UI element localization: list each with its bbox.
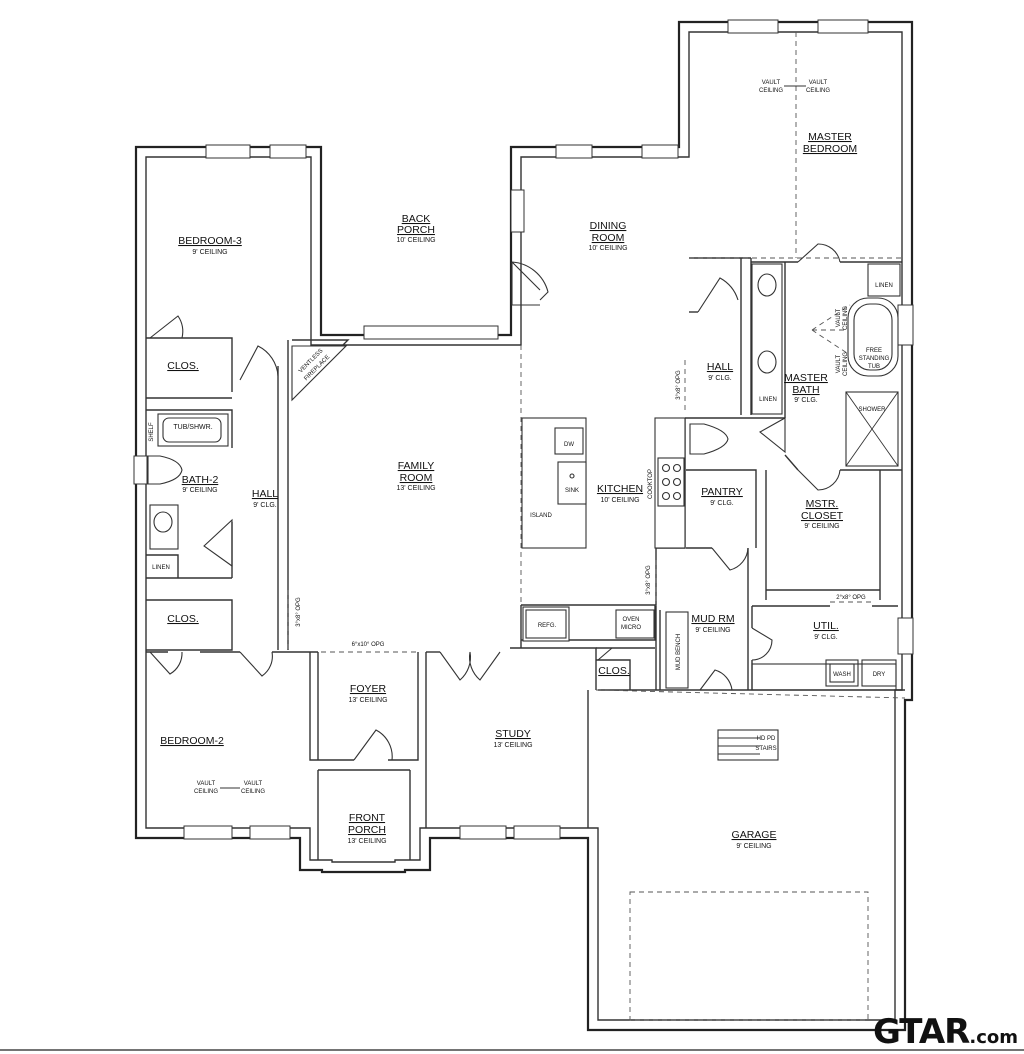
- linen-top-label: LINEN: [875, 283, 893, 289]
- dw-label: DW: [564, 442, 574, 448]
- garage-label: GARAGE: [732, 829, 777, 841]
- study-label: STUDY: [495, 728, 531, 740]
- free-tub-1: FREE: [866, 348, 882, 354]
- mstr-closet-label-2: CLOSET: [801, 510, 844, 522]
- front-porch-label-2: PORCH: [348, 824, 386, 836]
- brand-main: GTAR: [873, 1012, 970, 1052]
- shower-label: SHOWER: [859, 407, 887, 413]
- family-room-label-1: FAMILY: [398, 460, 435, 472]
- gtar-logo: GTAR.com: [873, 1012, 1018, 1052]
- free-tub-3: TUB: [868, 364, 880, 370]
- shelf-label: SHELF: [149, 422, 155, 442]
- bedroom-2-label: BEDROOM-2: [160, 735, 224, 747]
- brand-domain: .com: [969, 1027, 1018, 1048]
- opg-foyer-label: 6°x10° OPG: [352, 642, 385, 648]
- tub-shwr-label: TUB/SHWR.: [173, 424, 212, 431]
- front-porch-label-1: FRONT: [349, 812, 386, 824]
- foyer-label: FOYER: [350, 683, 387, 695]
- master-bath-ceiling: 9' CLG.: [794, 397, 818, 404]
- bed2-vault-left-1: VAULT: [197, 781, 216, 787]
- master-vault-left-2: CEILING: [759, 88, 783, 94]
- pantry-label: PANTRY: [701, 486, 743, 498]
- mud-rm-label: MUD RM: [691, 613, 734, 625]
- refg-label: REFG.: [538, 623, 557, 629]
- mstr-closet-ceiling: 9' CEILING: [804, 523, 839, 530]
- opg-kitchen-top: 3°x8° OPG: [676, 370, 682, 400]
- pantry-ceiling: 9' CLG.: [710, 500, 734, 507]
- island-label: ISLAND: [530, 513, 552, 519]
- opg-util-label: 2°x8° OPG: [836, 595, 866, 601]
- family-room-ceiling: 13' CEILING: [396, 485, 435, 492]
- hall-right-label: HALL: [707, 361, 733, 373]
- kitchen-label: KITCHEN: [597, 483, 643, 495]
- stairs-label-1: HD PD: [757, 736, 776, 742]
- front-porch-ceiling: 13' CEILING: [347, 838, 386, 845]
- hall-left-label: HALL: [252, 488, 278, 500]
- dry-label: DRY: [873, 672, 886, 678]
- interior-walls: [146, 257, 905, 860]
- free-tub-2: STANDING: [859, 356, 890, 362]
- opg-hall-label: 3°x8° OPG: [296, 597, 302, 627]
- hall-right-ceiling: 9' CLG.: [708, 375, 732, 382]
- study-ceiling: 13' CEILING: [493, 742, 532, 749]
- doors: [149, 243, 841, 761]
- dining-room-label-1: DINING: [590, 220, 627, 232]
- sink-label: SINK: [565, 488, 579, 494]
- bath-vault-a-1: VAULT: [836, 308, 842, 327]
- util-ceiling: 9' CLG.: [814, 634, 838, 641]
- master-bedroom-label-2: BEDROOM: [803, 143, 857, 155]
- bed2-vault-right-1: VAULT: [244, 781, 263, 787]
- master-bath-label-1: MASTER: [784, 372, 828, 384]
- oven-label: OVEN: [622, 617, 639, 623]
- bedroom-3-label: BEDROOM-3: [178, 235, 242, 247]
- mud-rm-ceiling: 9' CEILING: [695, 627, 730, 634]
- kitchen-ceiling: 10' CEILING: [600, 497, 639, 504]
- back-porch-label-2: PORCH: [397, 224, 435, 236]
- master-bath-label-2: BATH: [792, 384, 819, 396]
- bed2-vault-right-2: CEILING: [241, 789, 265, 795]
- fixtures: [147, 263, 901, 761]
- wash-label: WASH: [833, 672, 851, 678]
- master-vault-right-1: VAULT: [809, 80, 828, 86]
- micro-label: MICRO: [621, 625, 641, 631]
- stairs-label-2: STAIRS: [755, 746, 776, 752]
- cooktop-label: COOKTOP: [648, 469, 654, 499]
- windows: [133, 19, 914, 840]
- clos-top-label: CLOS.: [167, 360, 199, 372]
- bed2-vault-left-2: CEILING: [194, 789, 218, 795]
- mud-bench-label: MUD BENCH: [676, 634, 682, 670]
- bath-2-ceiling: 9' CEILING: [182, 487, 217, 494]
- dining-room-label-2: ROOM: [592, 232, 625, 244]
- master-bedroom-label-1: MASTER: [808, 131, 852, 143]
- clos-kitchen-label: CLOS.: [598, 665, 630, 677]
- family-room-label-2: ROOM: [400, 472, 433, 484]
- master-vault-right-2: CEILING: [806, 88, 830, 94]
- dining-room-ceiling: 10' CEILING: [588, 245, 627, 252]
- bath-vault-b-1: VAULT: [836, 354, 842, 373]
- hall-left-ceiling: 9' CLG.: [253, 502, 277, 509]
- bath-vault-a-2: CEILING: [843, 306, 849, 330]
- foyer-ceiling: 13' CEILING: [348, 697, 387, 704]
- master-vault-left-1: VAULT: [762, 80, 781, 86]
- bedroom-3-ceiling: 9' CEILING: [192, 249, 227, 256]
- back-porch-ceiling: 10' CEILING: [396, 237, 435, 244]
- garage-ceiling: 9' CEILING: [736, 843, 771, 850]
- dashed-lines: [287, 32, 906, 1021]
- util-label: UTIL.: [813, 620, 839, 632]
- bath-vault-b-2: CEILING: [843, 352, 849, 376]
- linen-bath2-label: LINEN: [152, 565, 170, 571]
- linen-master-label: LINEN: [759, 397, 777, 403]
- clos-mid-label: CLOS.: [167, 613, 199, 625]
- back-porch-label-1: BACK: [402, 213, 431, 225]
- opg-kitchen-bottom: 3°x8° OPG: [646, 565, 652, 595]
- bath-2-label: BATH-2: [182, 474, 219, 486]
- mstr-closet-label-1: MSTR.: [806, 498, 839, 510]
